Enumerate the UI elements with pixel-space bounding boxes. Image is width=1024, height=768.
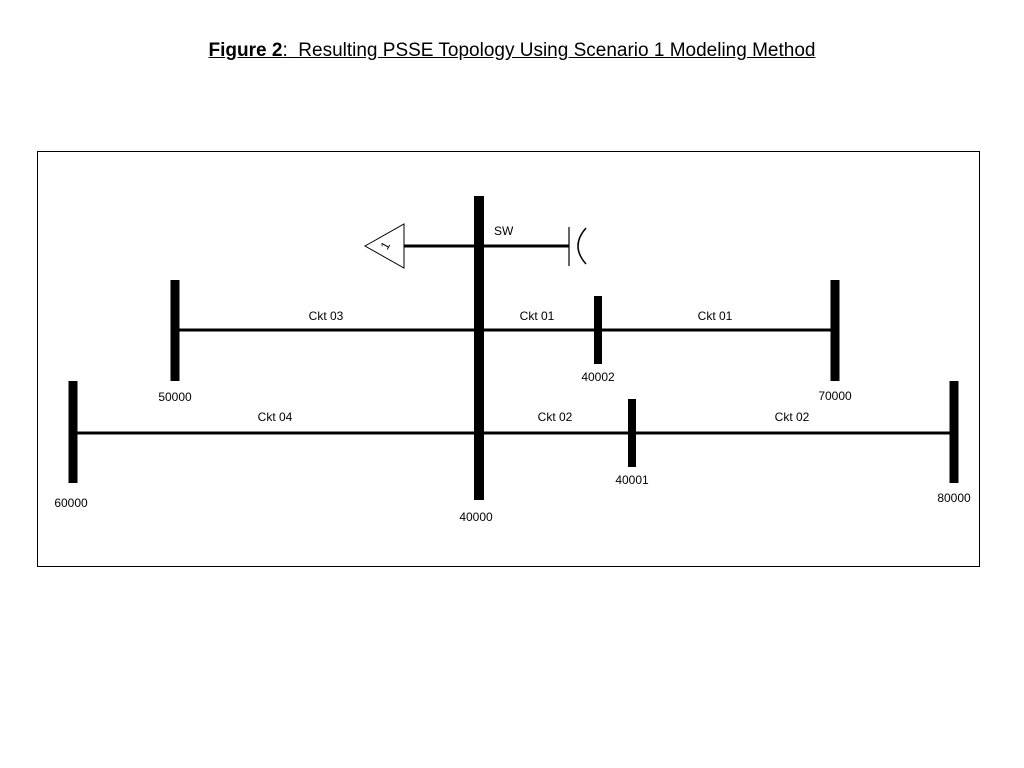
caption-separator: :	[282, 40, 288, 61]
branch-label-ckt03: Ckt 03	[309, 309, 344, 323]
bus-label-40001: 40001	[615, 473, 649, 487]
branch-label-ckt01-a: Ckt 01	[520, 309, 555, 323]
bus-label-50000: 50000	[158, 390, 192, 404]
bus-label-80000: 80000	[937, 491, 971, 505]
bus-label-40002: 40002	[581, 370, 615, 384]
switched-shunt-label: SW	[494, 224, 514, 238]
switched-shunt-symbol[interactable]	[568, 227, 587, 266]
branch-label-ckt04: Ckt 04	[258, 410, 293, 424]
figure-caption: Figure 2: Resulting PSSE Topology Using …	[0, 40, 1024, 62]
branch-label-ckt02-b: Ckt 02	[775, 410, 810, 424]
bus-label-60000: 60000	[54, 496, 88, 510]
figure-title: Resulting PSSE Topology Using Scenario 1…	[298, 40, 816, 61]
branch-label-ckt01-b: Ckt 01	[698, 309, 733, 323]
figure-number: Figure 2	[208, 40, 283, 61]
diagram-frame	[37, 151, 980, 567]
load-symbol[interactable]: 1	[363, 223, 405, 269]
bus-label-40000: 40000	[459, 510, 493, 524]
bus-label-70000: 70000	[818, 389, 852, 403]
branch-label-ckt02-a: Ckt 02	[538, 410, 573, 424]
